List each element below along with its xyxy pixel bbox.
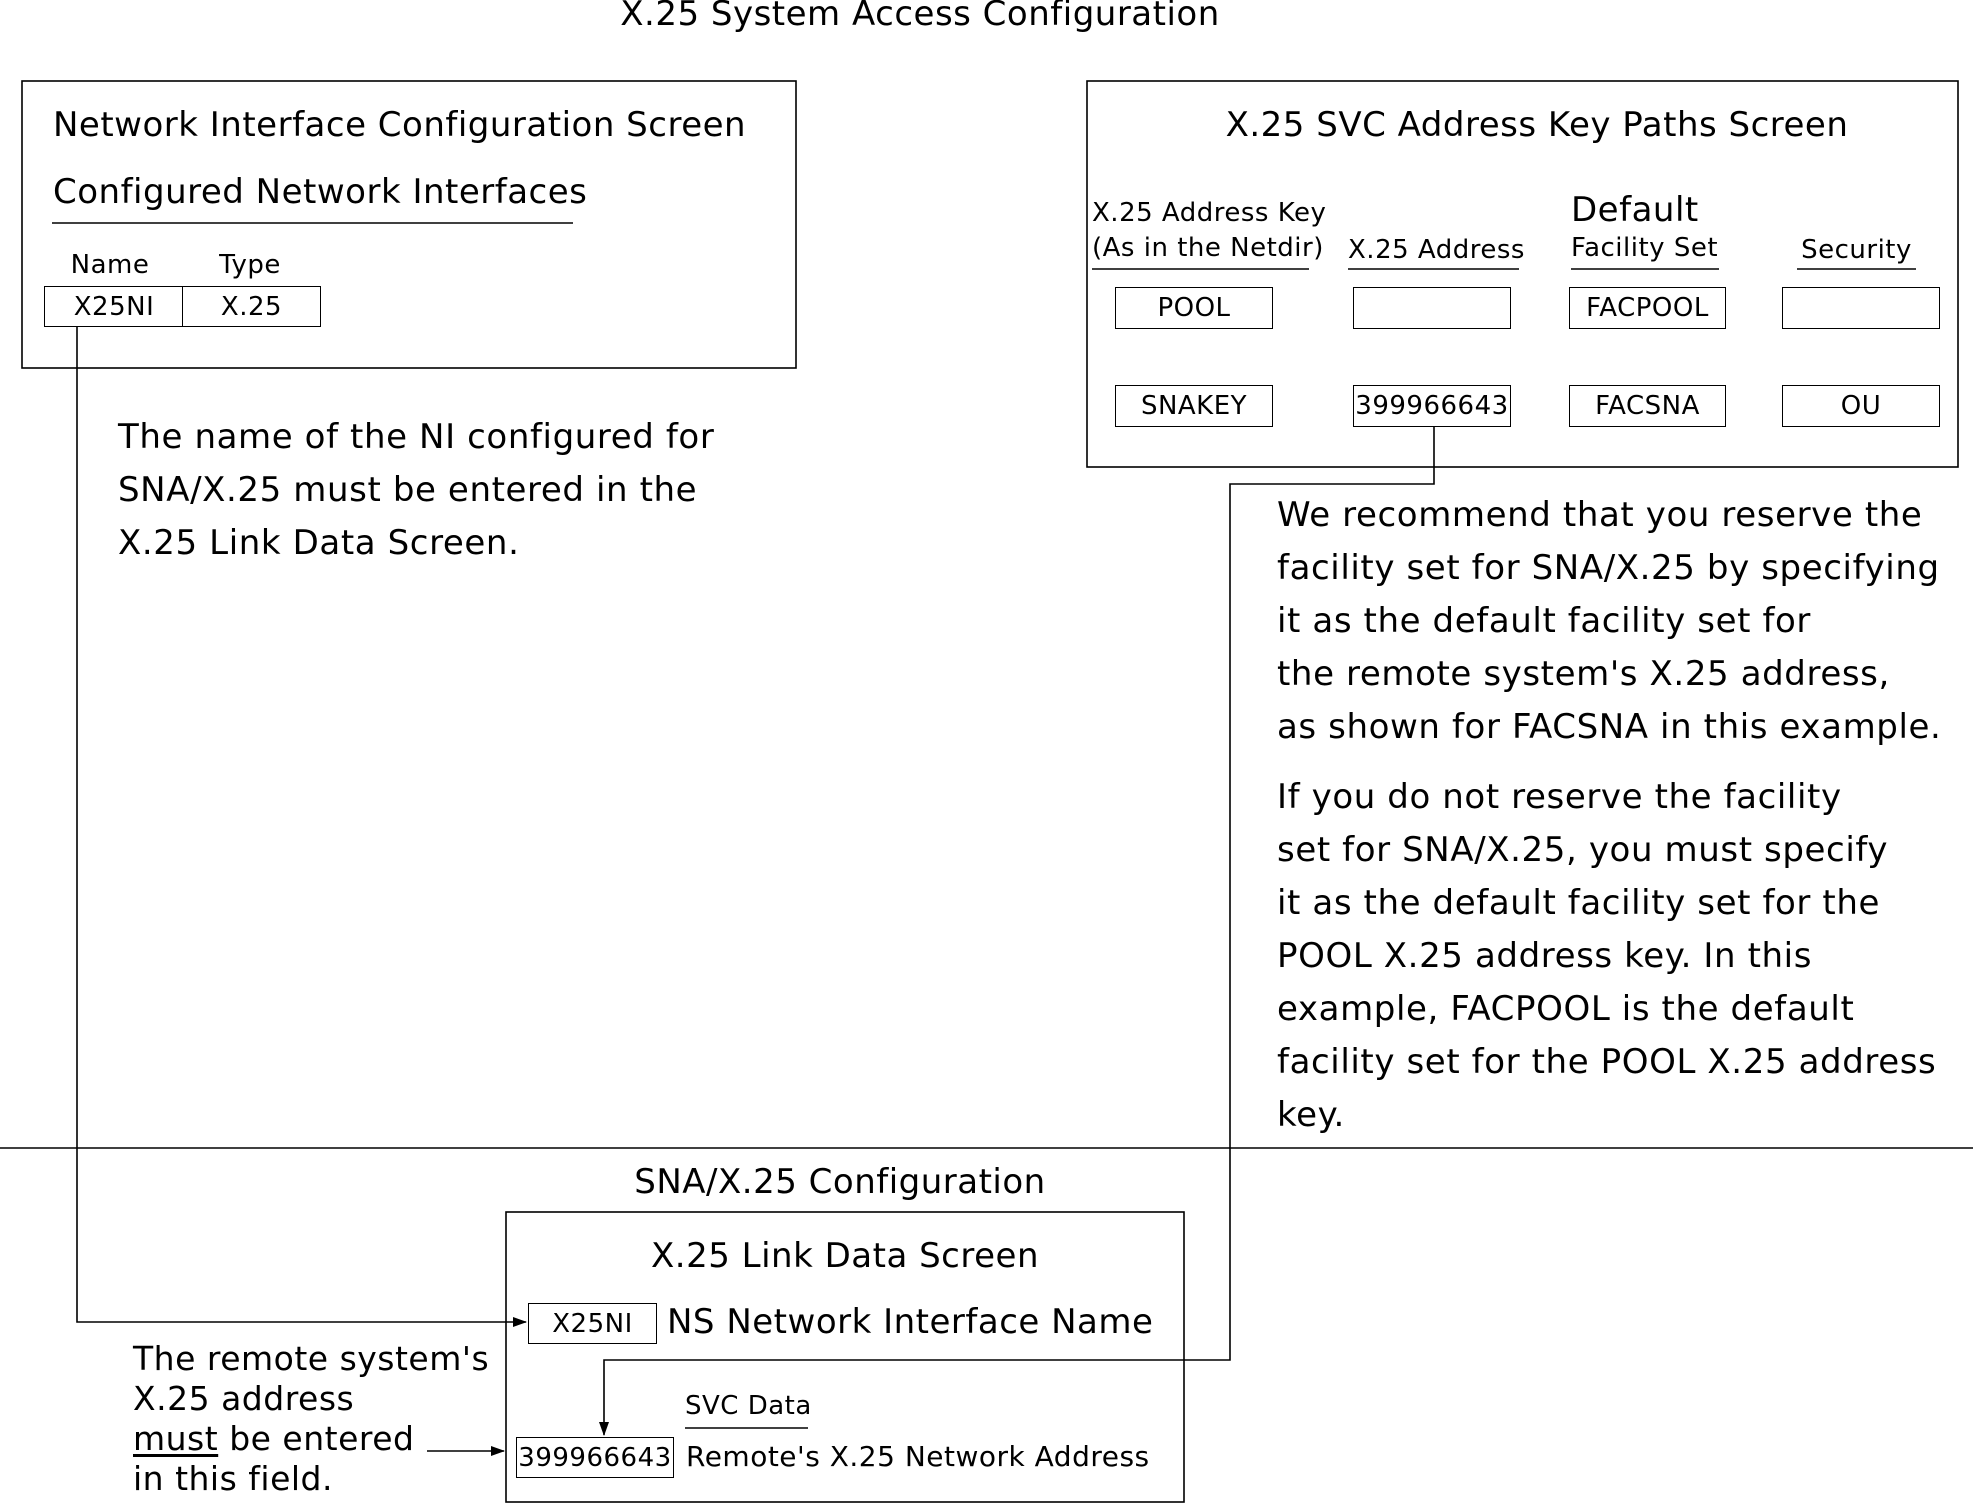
link-ni-field[interactable]: X25NI <box>528 1303 657 1344</box>
col-address-header: X.25 Address <box>1348 235 1525 265</box>
recommend-note-line: facility set for SNA/X.25 by specifying <box>1277 548 1940 588</box>
must-emphasis: must <box>133 1419 219 1458</box>
svc-row-address-field[interactable]: 399966643 <box>1353 385 1511 427</box>
recommend-note-line: as shown for FACSNA in this example. <box>1277 707 1942 747</box>
ni-screen-subtitle: Configured Network Interfaces <box>53 172 588 212</box>
ni-note-line: X.25 Link Data Screen. <box>118 523 520 563</box>
svc-row-security-field[interactable] <box>1782 287 1940 329</box>
svc-data-heading: SVC Data <box>685 1391 812 1421</box>
ni-note: The name of the NI configured for SNA/X.… <box>118 411 714 570</box>
system-access-title: X.25 System Access Configuration <box>620 0 1220 34</box>
remote-note-line: The remote system's <box>133 1339 490 1378</box>
col-facility-header-line2: Facility Set <box>1571 233 1719 263</box>
ni-screen-title: Network Interface Configuration Screen <box>53 105 747 145</box>
svc-row-facility-field[interactable]: FACPOOL <box>1569 287 1726 329</box>
remote-note-line: must be entered <box>133 1419 489 1459</box>
svc-row-security-field[interactable]: OU <box>1782 385 1940 427</box>
reserve-note-line: If you do not reserve the facility <box>1277 777 1842 817</box>
ni-connector <box>76 326 527 1327</box>
reserve-note: If you do not reserve the facility set f… <box>1277 771 1936 1142</box>
ni-note-line: SNA/X.25 must be entered in the <box>118 470 698 510</box>
link-ni-label: NS Network Interface Name <box>667 1302 1154 1342</box>
col-type-header: Type <box>219 250 281 280</box>
col-facility-header-line1: Default <box>1571 190 1699 230</box>
reserve-note-line: set for SNA/X.25, you must specify <box>1277 830 1889 870</box>
reserve-note-line: key. <box>1277 1095 1345 1135</box>
reserve-note-line: it as the default facility set for the <box>1277 883 1881 923</box>
ni-type-field[interactable]: X.25 <box>182 286 321 327</box>
remote-note-text: be entered <box>218 1419 415 1458</box>
link-screen-title: X.25 Link Data Screen <box>651 1236 1039 1276</box>
svc-row-key-field[interactable]: POOL <box>1115 287 1273 329</box>
link-address-label: Remote's X.25 Network Address <box>686 1440 1150 1473</box>
ni-note-line: The name of the NI configured for <box>118 417 715 457</box>
recommend-note-line: it as the default facility set for <box>1277 601 1812 641</box>
remote-note: The remote system's X.25 address must be… <box>133 1339 489 1499</box>
link-screen-frame <box>505 1211 1185 1503</box>
col-key-header-line2: (As in the Netdir) <box>1092 233 1324 263</box>
recommend-note-line: the remote system's X.25 address, <box>1277 654 1890 694</box>
col-name-header: Name <box>70 250 150 280</box>
remote-note-line: in this field. <box>133 1459 333 1498</box>
svc-row-address-field[interactable] <box>1353 287 1511 329</box>
col-key-header-line1: X.25 Address Key <box>1092 198 1327 228</box>
sna-config-title: SNA/X.25 Configuration <box>634 1162 1046 1202</box>
col-security-header: Security <box>1801 235 1912 265</box>
reserve-note-line: facility set for the POOL X.25 address <box>1277 1042 1937 1082</box>
address-connector <box>599 424 1435 1436</box>
svc-screen-title: X.25 SVC Address Key Paths Screen <box>1225 105 1849 145</box>
recommend-note-line: We recommend that you reserve the <box>1277 495 1923 535</box>
ni-screen-frame <box>21 80 797 369</box>
reserve-note-line: POOL X.25 address key. In this <box>1277 936 1813 976</box>
svc-screen-frame <box>1086 80 1959 468</box>
remote-note-line: X.25 address <box>133 1379 355 1418</box>
svc-row-key-field[interactable]: SNAKEY <box>1115 385 1273 427</box>
reserve-note-line: example, FACPOOL is the default <box>1277 989 1855 1029</box>
ni-name-field[interactable]: X25NI <box>44 286 184 327</box>
link-address-field[interactable]: 399966643 <box>516 1437 674 1478</box>
svc-row-facility-field[interactable]: FACSNA <box>1569 385 1726 427</box>
recommend-note: We recommend that you reserve the facili… <box>1277 489 1941 754</box>
